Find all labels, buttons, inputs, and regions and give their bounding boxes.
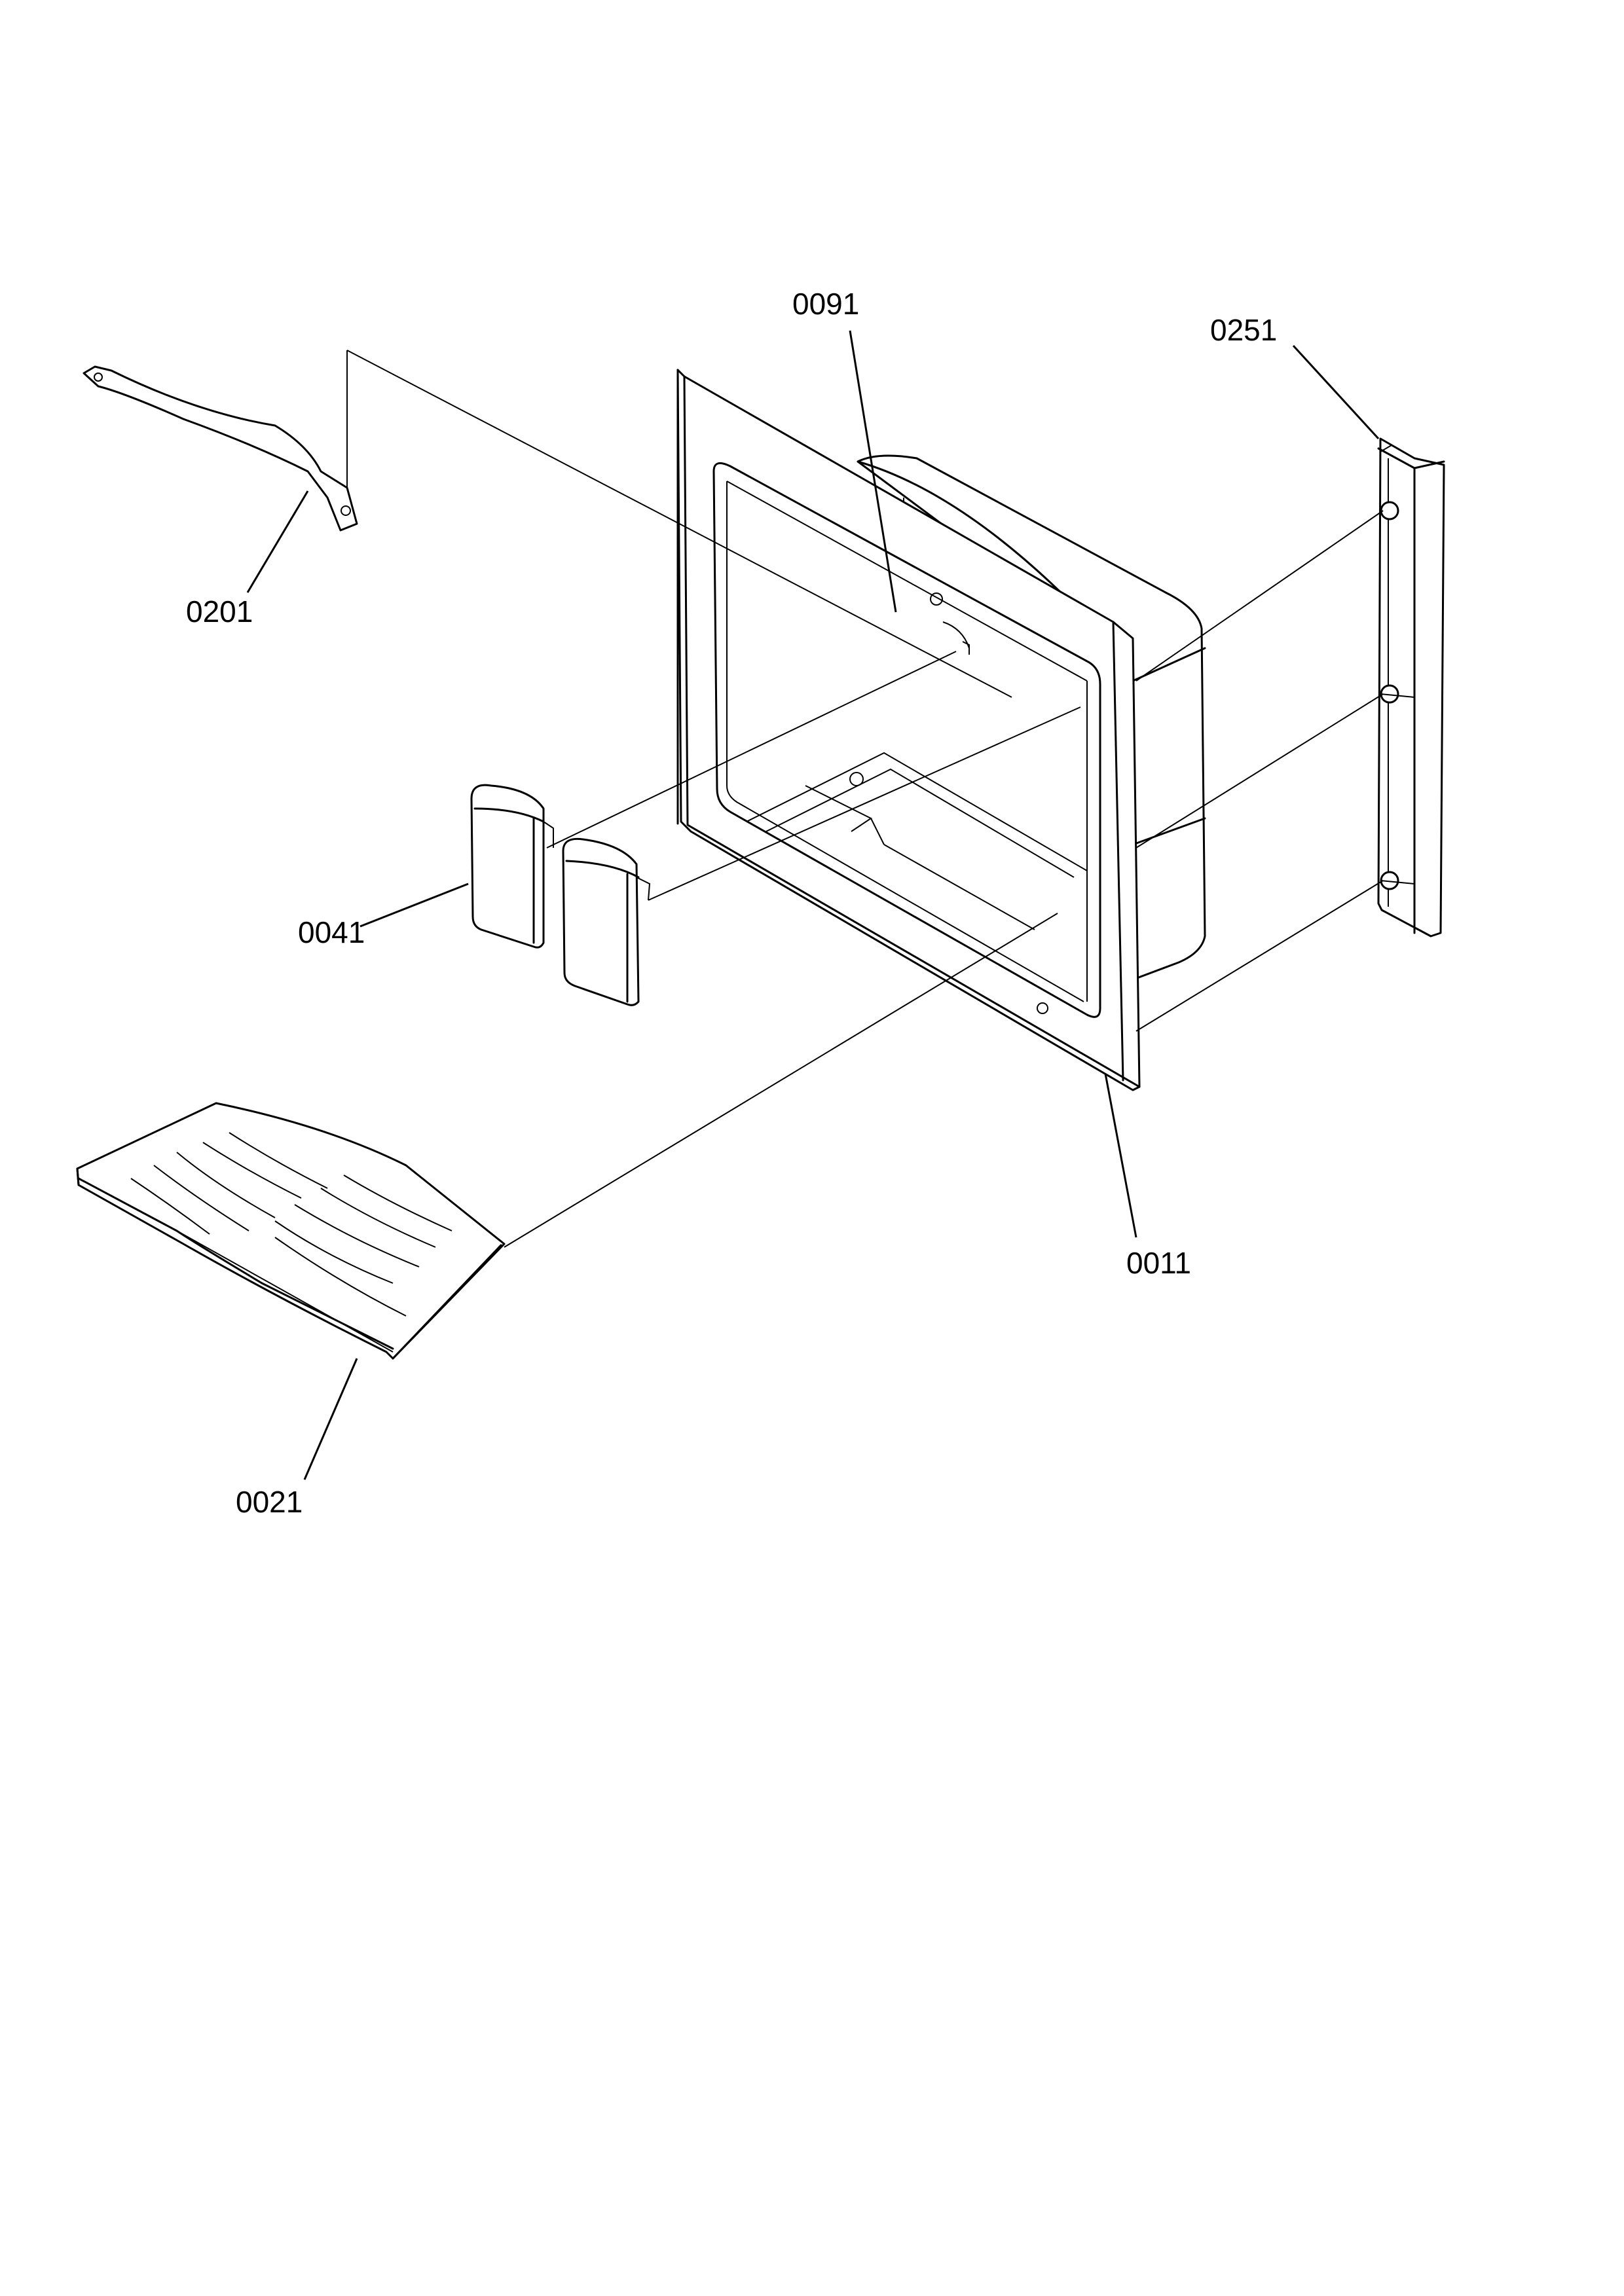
assembly-guide-lines <box>346 350 1384 1248</box>
side-rail <box>1377 437 1445 938</box>
end-caps <box>470 784 651 1006</box>
label-0041: 0041 <box>298 915 365 949</box>
label-0011: 0011 <box>1126 1246 1191 1280</box>
label-0091: 0091 <box>792 287 859 321</box>
label-0021: 0021 <box>236 1485 303 1519</box>
grille-cover <box>76 1102 506 1360</box>
bracket-strip <box>83 365 358 532</box>
label-0201: 0201 <box>186 594 253 629</box>
leader-lines <box>246 330 1380 1480</box>
drawer-box <box>676 369 1206 1091</box>
label-0251: 0251 <box>1210 313 1277 347</box>
